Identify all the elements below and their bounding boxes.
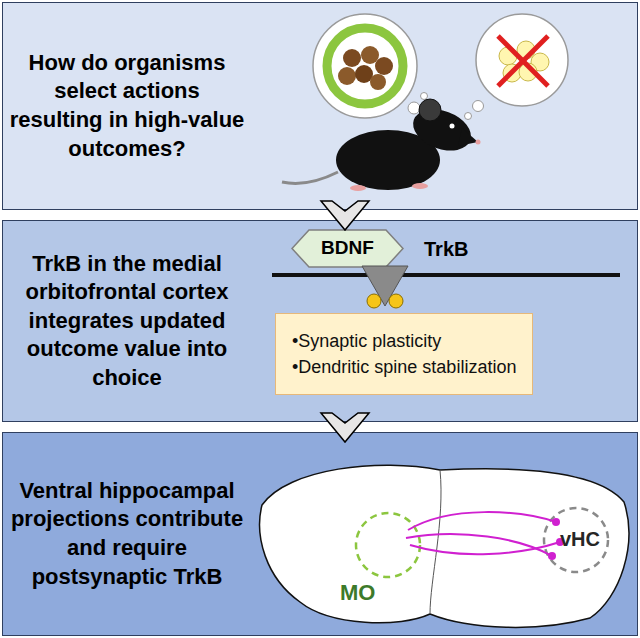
bullet-item: •Dendritic spine stabilization [292, 354, 516, 380]
panel-heading: TrkB in the medial orbitofrontal cortex … [9, 250, 245, 393]
region-label: vHC [560, 528, 600, 551]
effects-box: •Synaptic plasticity•Dendritic spine sta… [275, 313, 533, 395]
brain-outline [260, 465, 629, 627]
region-label: MO [340, 580, 375, 606]
bullet-item: •Synaptic plasticity [292, 328, 516, 354]
bdnf-hexagon: BDNF [291, 229, 404, 268]
hexagon-shape [292, 230, 403, 267]
ligand-name: BDNF [321, 237, 374, 260]
receptor-label: TrkB [424, 238, 468, 261]
panel-heading: Ventral hippocampal projections contribu… [9, 477, 245, 591]
finding-panel: TrkB in the medial orbitofrontal cortex … [2, 220, 638, 422]
panel-heading: How do organisms select actions resultin… [9, 49, 245, 163]
